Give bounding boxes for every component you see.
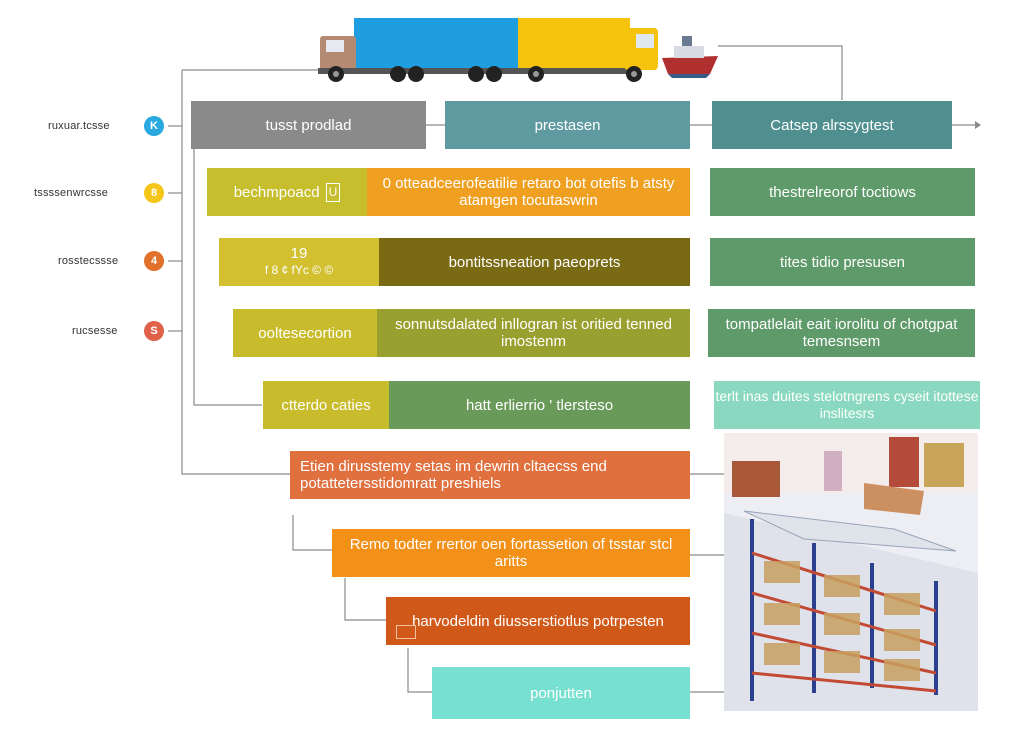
row3-middle-segment: bontitssneation paeoprets — [379, 238, 690, 286]
row2-left-icon: U — [325, 182, 341, 202]
row3-left-top: 19 — [290, 245, 308, 262]
row5-middle-segment: hatt erlierrio ' tlersteso — [389, 381, 690, 429]
small-box-icon — [396, 625, 416, 639]
lower-box-1: Etien dirusstemy setas im dewrin cltaecs… — [290, 451, 690, 499]
row2-right-box: thestrelreorof toctiows — [710, 168, 975, 216]
badge-1: K — [144, 116, 164, 136]
top-box-3: Catsep alrssygtest — [712, 101, 952, 149]
row2-bar: bechmpoacd U 0 otteadceerofeatilie retar… — [207, 168, 690, 216]
row5-bar: ctterdo caties hatt erlierrio ' tlerstes… — [263, 381, 690, 429]
warehouse-illustration — [724, 433, 978, 711]
left-label-4: rucsesse — [72, 325, 118, 337]
row3-left-bottom: f 8 ¢ fYc © © — [264, 263, 334, 277]
left-label-3: rosstecssse — [58, 255, 119, 267]
lower-box-4: ponjutten — [432, 667, 690, 719]
badge-4: S — [144, 321, 164, 341]
row2-middle-segment: 0 otteadceerofeatilie retaro bot otefis … — [367, 168, 690, 216]
row4-middle-segment: sonnutsdalated inllogran ist oritied ten… — [377, 309, 690, 357]
lower-box-3: harvodeldin diusserstiotlus potrpesten — [386, 597, 690, 645]
badge-2: 8 — [144, 183, 164, 203]
row4-right-box: tompatlelait eait iorolitu of chotgpat t… — [708, 309, 975, 357]
lower-box-3-label: harvodeldin diusserstiotlus potrpesten — [412, 612, 664, 630]
row3-right-box: tites tidio presusen — [710, 238, 975, 286]
row2-left-label: bechmpoacd — [233, 183, 320, 201]
row4-bar: ooltesecortion sonnutsdalated inllogran … — [233, 309, 690, 357]
lower-box-2: Remo todter rrertor oen fortassetion of … — [332, 529, 690, 577]
top-box-1: tusst prodlad — [191, 101, 426, 149]
row2-left-segment: bechmpoacd U — [207, 168, 367, 216]
row5-left-segment: ctterdo caties — [263, 381, 389, 429]
truck-icon — [318, 18, 658, 82]
ship-icon — [662, 36, 718, 78]
row5-right-box: terlt inas duites stelotngrens cyseit it… — [714, 381, 980, 429]
top-box-2: prestasen — [445, 101, 690, 149]
row3-left-segment: 19 f 8 ¢ fYc © © — [219, 238, 379, 286]
row3-bar: 19 f 8 ¢ fYc © © bontitssneation paeopre… — [219, 238, 690, 286]
badge-3: 4 — [144, 251, 164, 271]
left-label-2: tssssenwrcsse — [34, 187, 109, 199]
left-label-1: ruxuar.tcsse — [48, 120, 110, 132]
row4-left-segment: ooltesecortion — [233, 309, 377, 357]
